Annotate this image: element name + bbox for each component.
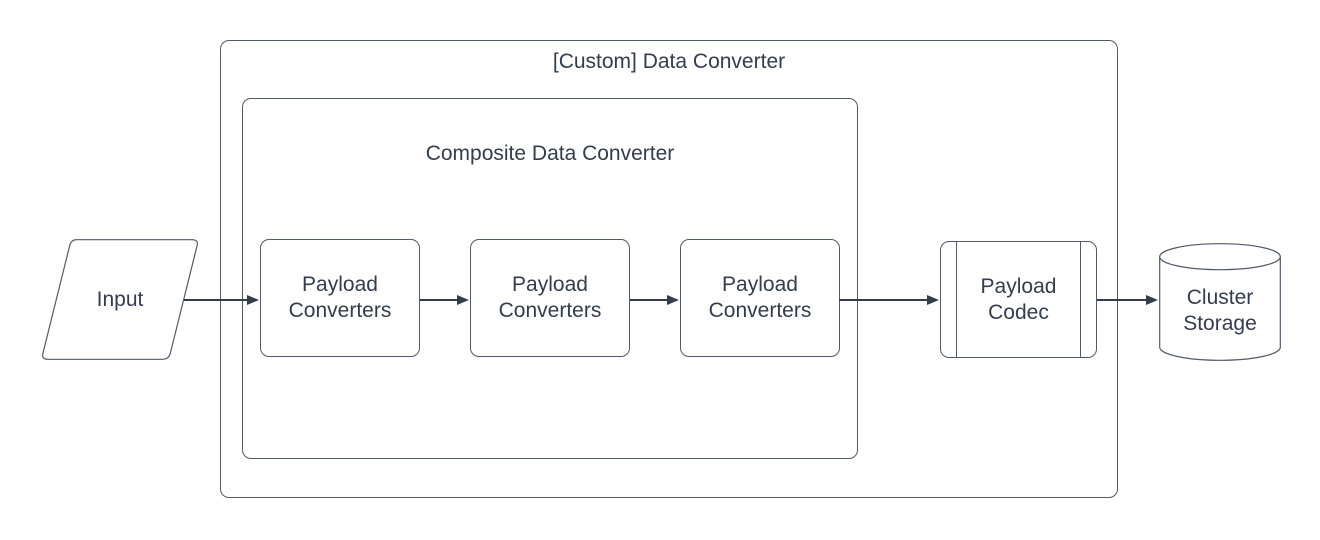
- arrow-payload-converters-3-to-codec: [839, 294, 939, 305]
- arrow-payload-converters-1-to-2: [420, 294, 469, 305]
- cluster-storage-node: Cluster Storage: [1159, 243, 1281, 361]
- arrow-payload-converters-2-to-3: [630, 294, 679, 305]
- payload-converters-label-1: Payload Converters: [288, 273, 392, 322]
- outer-container-title: [Custom] Data Converter: [552, 50, 786, 73]
- payload-codec-node: Payload Codec: [940, 241, 1097, 358]
- cluster-storage-label: Cluster Storage: [1183, 286, 1257, 335]
- predefined-process-left-bar: [956, 242, 957, 357]
- payload-converters-node-1: Payload Converters: [260, 239, 420, 357]
- payload-converters-label-2: Payload Converters: [498, 273, 602, 322]
- payload-converters-node-3: Payload Converters: [680, 239, 840, 357]
- predefined-process-right-bar: [1080, 242, 1081, 357]
- inner-container-title: Composite Data Converter: [425, 142, 675, 165]
- parallelogram-shape: [42, 239, 198, 360]
- payload-converters-node-2: Payload Converters: [470, 239, 630, 357]
- arrow-codec-to-cluster-storage: [1097, 294, 1158, 305]
- input-node-label: Input: [96, 287, 144, 311]
- payload-converters-label-3: Payload Converters: [708, 273, 812, 322]
- input-node: Input: [41, 239, 199, 360]
- arrow-input-to-payload-converters-1: [184, 294, 259, 305]
- cylinder-shape: [1159, 243, 1281, 361]
- payload-codec-label: Payload Codec: [980, 274, 1057, 324]
